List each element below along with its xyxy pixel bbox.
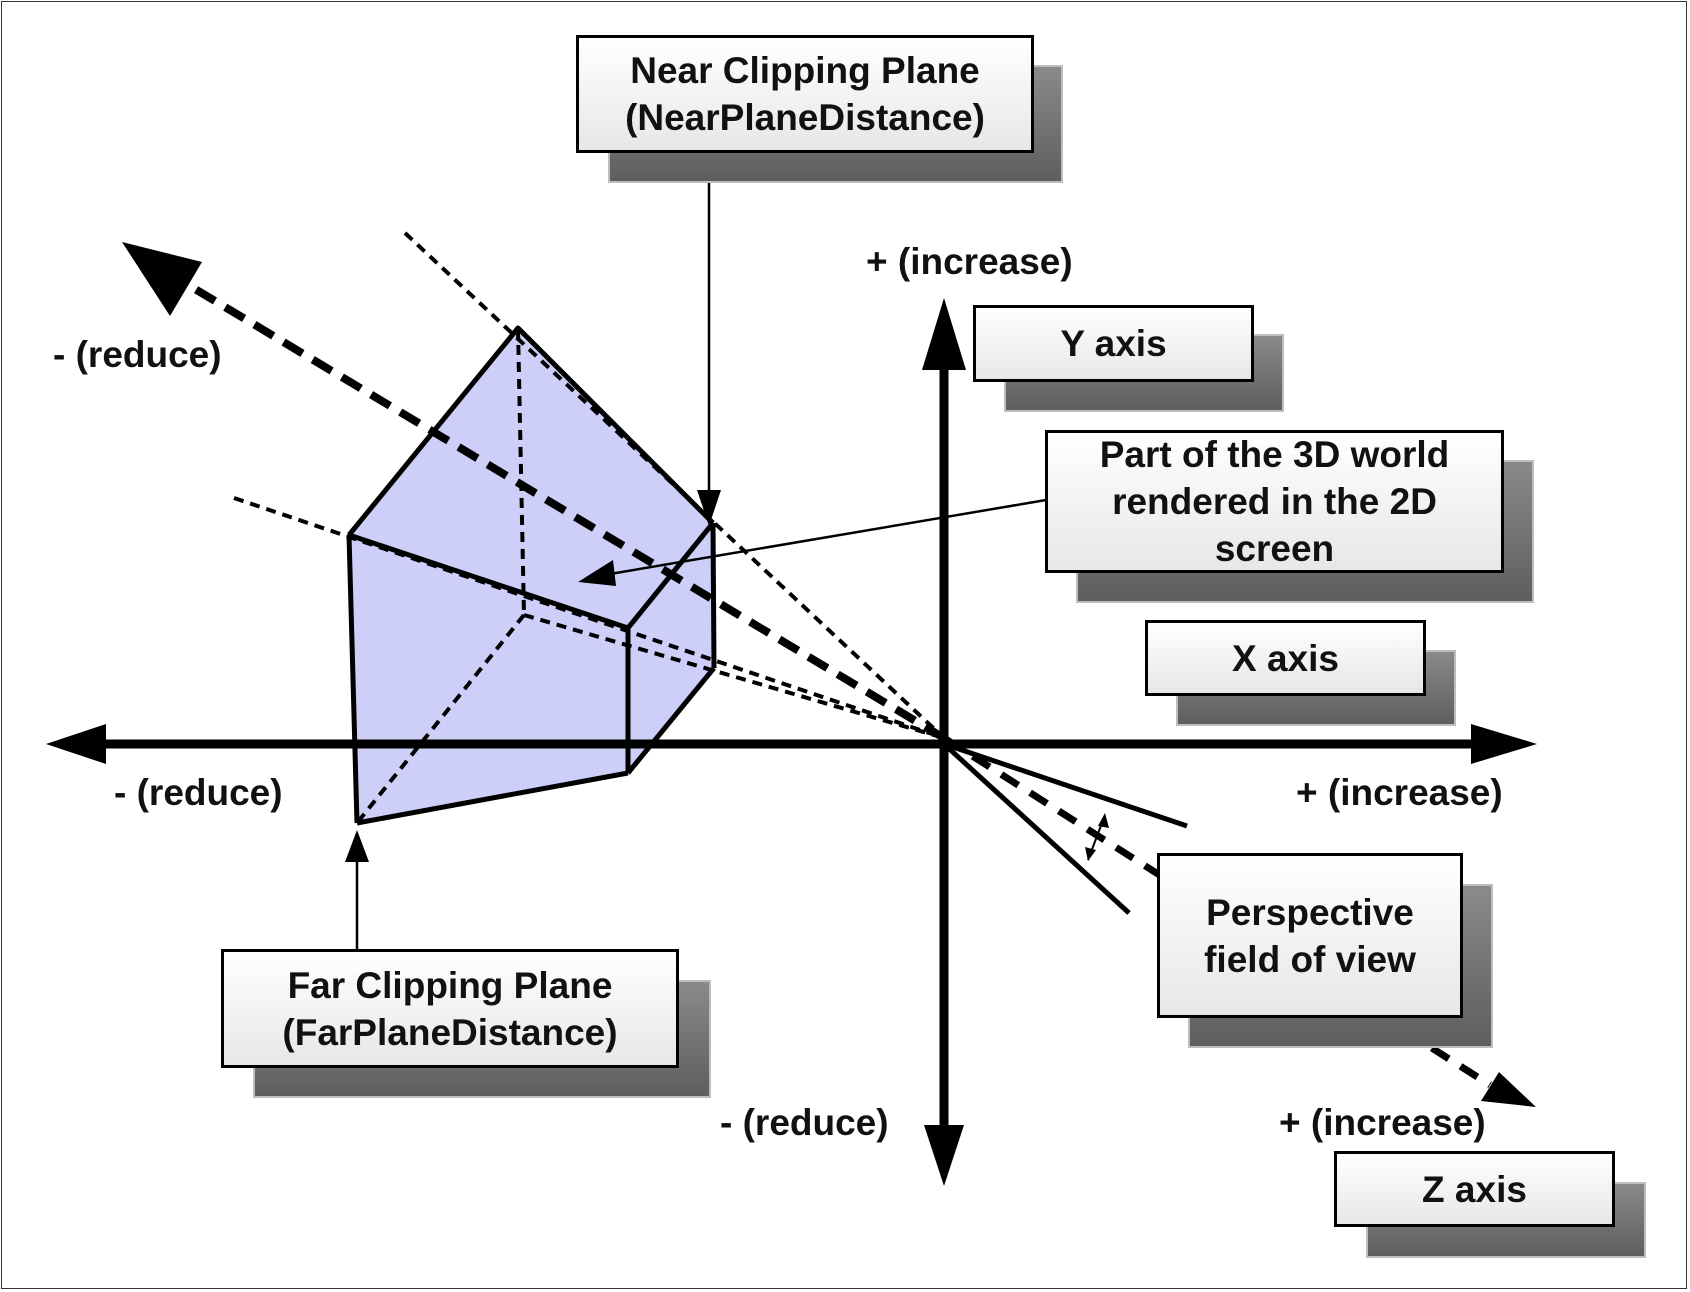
x-axis-box: X axis [1145, 620, 1426, 696]
frustum-edge-near-top [626, 521, 715, 630]
near-plane-box: Near Clipping Plane (NearPlaneDistance) [576, 35, 1034, 153]
fov-line-1: Perspective [1206, 891, 1414, 933]
fov-angle-arrowhead-bottom [1085, 847, 1096, 861]
z-axis-negative-arrowhead [122, 242, 202, 316]
near-plane-title: Near Clipping Plane [630, 50, 980, 91]
x-axis-positive-arrowhead [1471, 724, 1537, 764]
frustum-edge-near-bottom [626, 666, 716, 775]
field-of-view-lines [942, 741, 1188, 915]
x-axis-negative-arrowhead [46, 724, 106, 764]
z-axis-title: Z axis [1422, 1168, 1527, 1210]
near-plane-pointer-head [697, 490, 721, 526]
fov-line-lower [942, 742, 1131, 915]
world-part-line-2: rendered in the 2D [1112, 481, 1437, 522]
y-axis-title: Y axis [1060, 323, 1167, 364]
far-plane-title: Far Clipping Plane [287, 964, 613, 1006]
x-axis-positive-label: + (increase) [1296, 772, 1503, 813]
world-part-line-3: screen [1214, 528, 1335, 569]
far-plane-box: Far Clipping Plane (FarPlaneDistance) [221, 949, 679, 1068]
x-axis-negative-label: - (reduce) [114, 772, 283, 813]
projection-line-bottom [355, 613, 526, 825]
frustum-edge-left-vertical [346, 534, 360, 824]
y-axis [922, 298, 966, 1186]
frustum-faces [349, 328, 714, 823]
projection-line-top [403, 231, 946, 740]
frustum-top-edges [347, 325, 715, 537]
frustum-right-face [628, 523, 714, 773]
z-axis-positive-arrowhead [1481, 1072, 1536, 1107]
y-axis-negative-label: - (reduce) [720, 1102, 889, 1143]
fov-line-upper [943, 741, 1188, 829]
projection-line-inner [523, 613, 945, 740]
world-part-box: Part of the 3D world rendered in the 2D … [1045, 430, 1504, 573]
fov-box: Perspective field of view [1157, 853, 1463, 1018]
x-axis [46, 724, 1537, 764]
frustum-top-face [349, 328, 713, 628]
callout-pointers [345, 153, 1047, 950]
far-plane-pointer-head [345, 830, 369, 862]
fov-angle-arrowhead-top [1098, 813, 1109, 828]
frustum-edge-near-right [710, 522, 717, 669]
near-plane-property: (NearPlaneDistance) [625, 97, 985, 138]
y-axis-positive-label: + (increase) [866, 241, 1073, 282]
world-part-pointer-head [578, 560, 616, 586]
z-axis-box: Z axis [1334, 1151, 1615, 1227]
projection-line-mid [516, 327, 526, 616]
y-axis-positive-arrowhead [922, 298, 966, 370]
world-part-line-1: Part of the 3D world [1099, 434, 1450, 475]
x-axis-title: X axis [1232, 637, 1339, 679]
far-plane-property: (FarPlaneDistance) [282, 1011, 618, 1053]
frustum-edge-front-top [348, 532, 629, 631]
z-axis-positive-label: + (increase) [1279, 1102, 1486, 1143]
frustum-edges [346, 325, 717, 826]
fov-line-2: field of view [1204, 938, 1416, 980]
z-axis-negative-line [187, 282, 947, 742]
z-axis-negative-label: - (reduce) [53, 334, 222, 375]
y-axis-negative-arrowhead [924, 1125, 964, 1186]
world-part-pointer [609, 498, 1047, 576]
y-axis-box: Y axis [973, 305, 1254, 382]
frustum-edge-bottom [356, 770, 629, 826]
